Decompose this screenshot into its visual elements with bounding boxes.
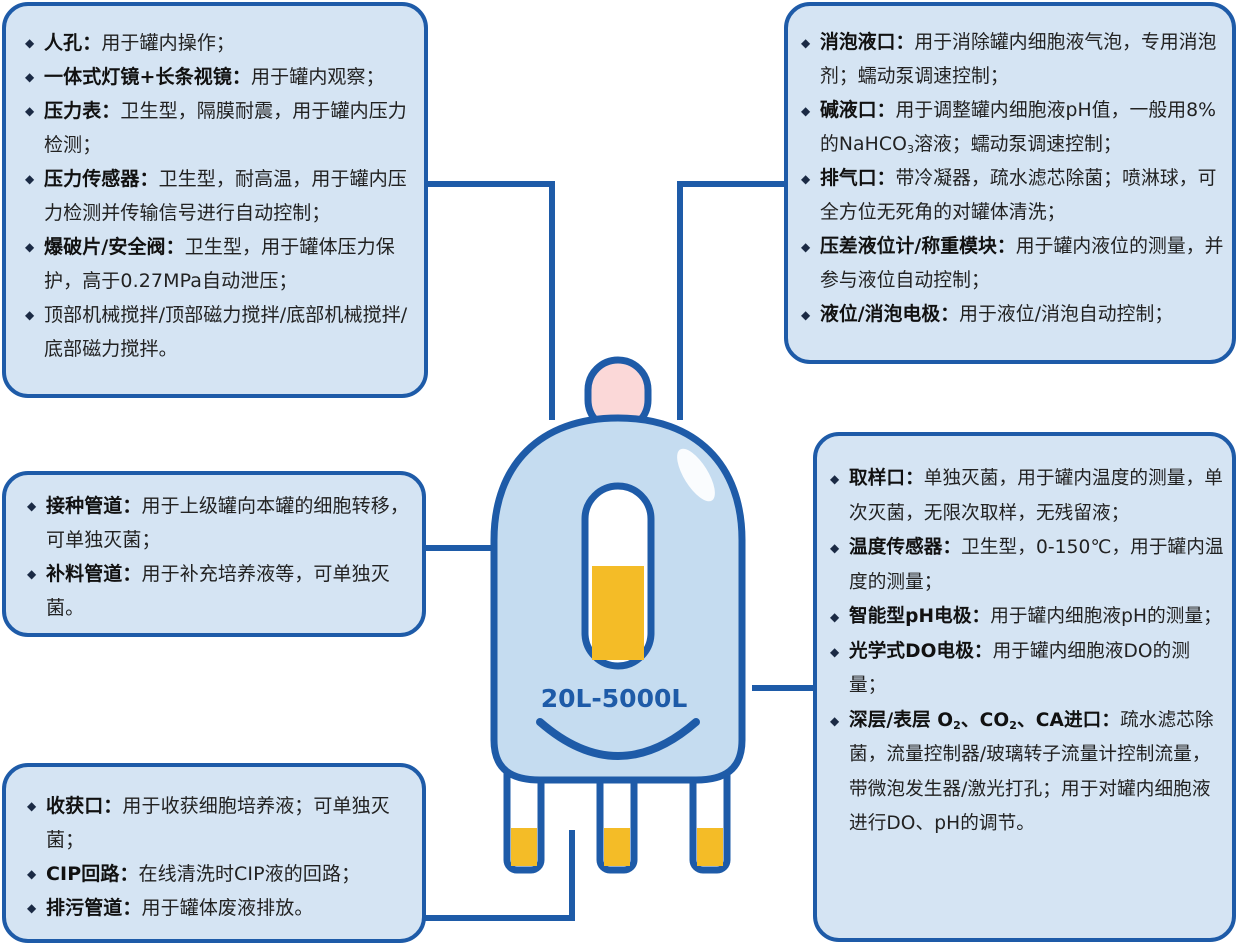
diamond-bullet-icon: ◆ (801, 104, 811, 118)
diamond-bullet-icon: ◆ (801, 308, 811, 322)
bottom-right-info-box: ◆取样口：单独灭菌，用于罐内温度的测量，单次灭菌，无限次取样，无残留液； ◆温度… (813, 432, 1236, 942)
list-item: ◆取样口：单独灭菌，用于罐内温度的测量，单次灭菌，无限次取样，无残留液； (827, 462, 1226, 531)
diamond-bullet-icon: ◆ (25, 172, 35, 186)
diamond-bullet-icon: ◆ (830, 610, 840, 624)
top-left-info-box: ◆人孔：用于罐内操作； ◆一体式灯镜+长条视镜：用于罐内观察； ◆压力表：卫生型… (2, 2, 428, 398)
list-item: ◆压差液位计/称重模块：用于罐内液位的测量，并参与液位自动控制； (798, 230, 1224, 298)
diamond-bullet-icon: ◆ (27, 867, 37, 881)
diamond-bullet-icon: ◆ (801, 240, 811, 254)
diamond-bullet-icon: ◆ (830, 713, 840, 728)
list-item: ◆顶部机械搅拌/顶部磁力搅拌/底部机械搅拌/底部磁力搅拌。 (22, 298, 412, 366)
tank-leg-fills (511, 828, 723, 866)
diamond-bullet-icon: ◆ (830, 644, 840, 659)
diamond-bullet-icon: ◆ (830, 472, 840, 486)
diamond-bullet-icon: ◆ (25, 308, 35, 322)
tank-capacity-label: 20L-5000L (540, 684, 688, 713)
list-item: ◆光学式DO电极：用于罐内细胞液DO的测量； (827, 635, 1226, 704)
list-item: ◆一体式灯镜+长条视镜：用于罐内观察； (22, 60, 412, 94)
list-item: ◆收获口：用于收获细胞培养液；可单独灭菌； (24, 789, 410, 857)
connector-bottom-left (424, 830, 575, 921)
list-item: ◆消泡液口：用于消除罐内细胞液气泡，专用消泡剂；蠕动泵调速控制； (798, 26, 1224, 94)
diamond-bullet-icon: ◆ (27, 567, 37, 581)
list-item: ◆温度传感器：卫生型，0-150℃，用于罐内温度的测量； (827, 531, 1226, 600)
connector-top-right (677, 181, 786, 420)
list-item: ◆智能型pH电极：用于罐内细胞液pH的测量； (827, 600, 1226, 635)
diamond-bullet-icon: ◆ (25, 104, 35, 118)
list-item: ◆补料管道：用于补充培养液等，可单独灭菌。 (24, 557, 410, 625)
diamond-bullet-icon: ◆ (27, 499, 37, 513)
diamond-bullet-icon: ◆ (27, 799, 37, 813)
list-item: ◆爆破片/安全阀：卫生型，用于罐体压力保护，高于0.27MPa自动泄压； (22, 230, 412, 298)
list-item: ◆排气口：带冷凝器，疏水滤芯除菌；喷淋球，可全方位无死角的对罐体清洗； (798, 162, 1224, 230)
list-item: ◆排污管道：用于罐体废液排放。 (24, 891, 410, 925)
diamond-bullet-icon: ◆ (25, 70, 35, 84)
list-item: ◆CIP回路：在线清洗时CIP液的回路； (24, 857, 410, 891)
diamond-bullet-icon: ◆ (25, 240, 35, 254)
diamond-bullet-icon: ◆ (801, 172, 811, 186)
diamond-bullet-icon: ◆ (27, 901, 37, 915)
middle-left-info-box: ◆接种管道：用于上级罐向本罐的细胞转移，可单独灭菌； ◆补料管道：用于补充培养液… (2, 471, 426, 637)
list-item: ◆压力传感器：卫生型，耐高温，用于罐内压力检测并传输信号进行自动控制； (22, 162, 412, 230)
connector-top-left (426, 181, 555, 420)
diamond-bullet-icon: ◆ (25, 36, 35, 50)
list-item: ◆液位/消泡电极：用于液位/消泡自动控制； (798, 298, 1224, 332)
list-item: ◆压力表：卫生型，隔膜耐震，用于罐内压力检测； (22, 94, 412, 162)
list-item: ◆接种管道：用于上级罐向本罐的细胞转移，可单独灭菌； (24, 489, 410, 557)
list-item: ◆碱液口：用于调整罐内细胞液pH值，一般用8%的NaHCO3溶液；蠕动泵调速控制… (798, 94, 1224, 162)
bottom-left-info-box: ◆收获口：用于收获细胞培养液；可单独灭菌； ◆CIP回路：在线清洗时CIP液的回… (2, 763, 426, 943)
diamond-bullet-icon: ◆ (801, 36, 811, 50)
diamond-bullet-icon: ◆ (830, 541, 840, 555)
list-item: ◆人孔：用于罐内操作； (22, 26, 412, 60)
list-item: ◆深层/表层 O2、CO2、CA进口：疏水滤芯除菌，流量控制器/玻璃转子流量计控… (827, 704, 1226, 842)
tank-capacity-label-wrap: 20L-5000L (499, 684, 729, 713)
tank-smile (536, 718, 700, 760)
top-right-info-box: ◆消泡液口：用于消除罐内细胞液气泡，专用消泡剂；蠕动泵调速控制； ◆碱液口：用于… (784, 2, 1236, 364)
tank-highlight (677, 448, 715, 502)
